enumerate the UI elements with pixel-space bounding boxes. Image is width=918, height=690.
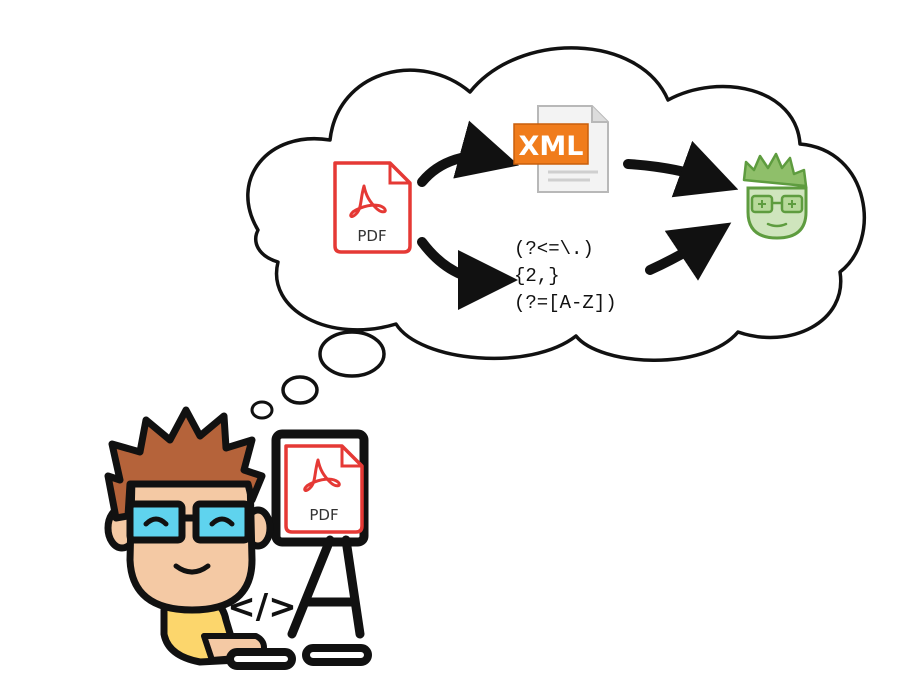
- developer-hair: [104, 406, 266, 522]
- thought-bubble-large: [318, 330, 386, 378]
- thought-cloud: [246, 46, 866, 362]
- monitor-pdf-icon: PDF: [284, 444, 364, 534]
- arrow-regex-to-reader: [645, 222, 732, 281]
- developer-smile: [173, 563, 211, 575]
- xml-label: XML: [519, 131, 584, 162]
- regex-line-1: (?<=\.): [514, 238, 594, 260]
- regex-expression: (?<=\.) {2,} (?=[A-Z]): [514, 238, 617, 314]
- regex-line-2: {2,}: [514, 265, 560, 287]
- thought-bubble-small: [250, 400, 274, 420]
- monitor-acrobat-logo-icon: [303, 458, 341, 492]
- pdf-document-icon: PDF: [333, 161, 412, 254]
- keyboard: [226, 648, 296, 670]
- regex-line-3: (?=[A-Z]): [514, 292, 617, 314]
- acrobat-logo-icon: [349, 184, 387, 218]
- arrow-pdf-to-xml: [417, 120, 520, 187]
- arrow-pdf-to-regex: [417, 237, 518, 310]
- glasses-lens-right: [192, 500, 252, 544]
- monitor-stand: [287, 535, 365, 639]
- xml-badge: [513, 123, 589, 165]
- monitor-base: [302, 644, 372, 666]
- monitor-pdf-label: PDF: [309, 506, 338, 524]
- developer-avatar-icon: [104, 406, 296, 670]
- code-brackets-icon: </>: [227, 587, 296, 627]
- arrow-xml-to-reader: [623, 140, 739, 198]
- glasses-lens-left: [126, 500, 186, 544]
- computer-monitor-icon: PDF: [271, 429, 372, 666]
- reader-face-icon: [742, 152, 808, 240]
- xml-document-icon: XML: [513, 105, 609, 193]
- thought-bubble-medium: [281, 375, 319, 405]
- pdf-label: PDF: [357, 227, 386, 245]
